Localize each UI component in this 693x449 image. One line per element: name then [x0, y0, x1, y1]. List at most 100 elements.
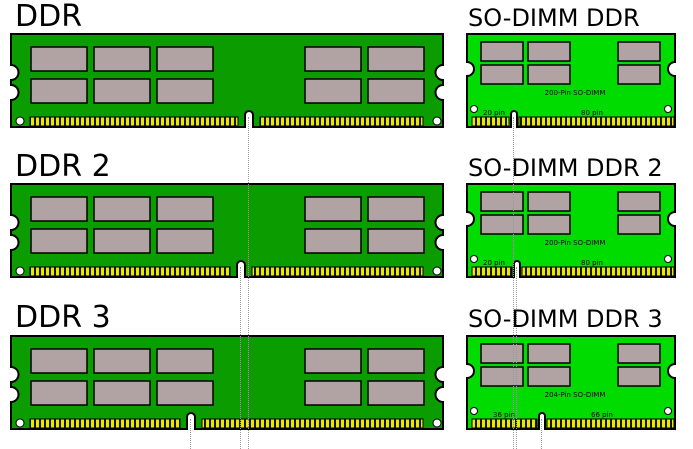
memory-chip — [304, 228, 362, 254]
pin-row-right — [521, 266, 675, 277]
mounting-hole — [15, 266, 25, 276]
pin-row-right — [518, 116, 675, 127]
memory-chip — [617, 343, 661, 364]
memory-chip — [617, 214, 661, 235]
ddr2-dimm-module — [10, 183, 444, 279]
memory-chip — [527, 41, 571, 62]
mounting-hole — [432, 116, 442, 126]
memory-chip — [93, 380, 151, 406]
ddr3-title: DDR 3 — [15, 300, 111, 335]
guide-line-ddr-notch — [248, 117, 249, 449]
guide-line-so-ddr-notch — [513, 117, 514, 449]
memory-chip — [527, 366, 571, 387]
memory-chip — [367, 196, 425, 222]
memory-chip — [480, 64, 524, 85]
so-dimm-ddr2-module: 200-Pin SO-DIMM 20 pin 80 pin — [466, 183, 677, 279]
memory-chip — [527, 64, 571, 85]
mounting-hole — [470, 105, 478, 113]
memory-chip — [367, 228, 425, 254]
memory-chip — [156, 348, 214, 374]
memory-chip — [527, 214, 571, 235]
ddr-title: DDR — [15, 0, 83, 34]
guide-line-so-ddr3-notch — [541, 419, 542, 449]
memory-chip — [367, 380, 425, 406]
memory-chip — [617, 64, 661, 85]
so-dimm-ddr-title: SO-DIMM DDR — [468, 4, 640, 32]
pin-count-label: 200-Pin SO-DIMM — [545, 239, 606, 247]
memory-chip — [93, 348, 151, 374]
mounting-hole — [470, 255, 478, 263]
pin-row-right — [201, 418, 424, 429]
memory-chip — [156, 228, 214, 254]
memory-chip — [30, 78, 88, 104]
memory-chip — [156, 78, 214, 104]
memory-chip — [156, 46, 214, 72]
memory-chip — [30, 228, 88, 254]
guide-line-ddr2-notch — [240, 267, 241, 449]
memory-chip — [304, 46, 362, 72]
memory-chip — [30, 196, 88, 222]
memory-chip — [304, 196, 362, 222]
pin-row-left — [29, 266, 231, 277]
memory-chip — [480, 366, 524, 387]
memory-chip — [30, 46, 88, 72]
memory-chip — [30, 380, 88, 406]
pin-count-label: 200-Pin SO-DIMM — [545, 89, 606, 97]
pin-row-left — [471, 418, 538, 429]
pin-row-right — [259, 116, 424, 127]
pin-row-right — [546, 418, 675, 429]
memory-chip — [480, 214, 524, 235]
mounting-hole — [664, 407, 672, 415]
memory-chip — [93, 78, 151, 104]
so-dimm-ddr3-module: 204-Pin SO-DIMM 36 pin 66 pin — [466, 335, 677, 431]
memory-chip — [304, 78, 362, 104]
ddr-dimm-module — [10, 33, 444, 129]
right-pin-label: 80 pin — [581, 109, 603, 117]
right-pin-label: 80 pin — [581, 259, 603, 267]
memory-chip — [480, 191, 524, 212]
pin-row-left — [29, 116, 239, 127]
mounting-hole — [15, 418, 25, 428]
memory-chip — [156, 196, 214, 222]
ddr-board-svg — [10, 33, 444, 128]
memory-chip — [617, 191, 661, 212]
pin-row-left — [471, 116, 510, 127]
memory-chip — [304, 348, 362, 374]
mounting-hole — [664, 105, 672, 113]
left-pin-label: 36 pin — [493, 411, 515, 419]
so-dimm-ddr3-board-svg: 204-Pin SO-DIMM 36 pin 66 pin — [466, 335, 676, 430]
memory-chip — [480, 41, 524, 62]
so-dimm-ddr3-title: SO-DIMM DDR 3 — [468, 305, 663, 333]
left-pin-label: 20 pin — [483, 259, 505, 267]
right-pin-label: 66 pin — [591, 411, 613, 419]
pin-row-left — [29, 418, 181, 429]
memory-chip — [527, 343, 571, 364]
memory-chip — [480, 343, 524, 364]
memory-chip — [527, 191, 571, 212]
guide-line-so-ddr2-notch — [516, 267, 517, 449]
memory-chip — [156, 380, 214, 406]
memory-chip — [367, 78, 425, 104]
mounting-hole — [15, 116, 25, 126]
mounting-hole — [470, 407, 478, 415]
pin-count-label: 204-Pin SO-DIMM — [545, 391, 606, 399]
memory-chip — [93, 46, 151, 72]
memory-chip — [304, 380, 362, 406]
so-dimm-ddr2-board-svg: 200-Pin SO-DIMM 20 pin 80 pin — [466, 183, 676, 278]
memory-chip — [617, 366, 661, 387]
memory-chip — [617, 41, 661, 62]
mounting-hole — [432, 266, 442, 276]
memory-chip — [93, 196, 151, 222]
ddr3-board-svg — [10, 335, 444, 430]
left-pin-label: 20 pin — [483, 109, 505, 117]
ddr2-title: DDR 2 — [15, 149, 111, 184]
so-dimm-ddr2-title: SO-DIMM DDR 2 — [468, 154, 663, 182]
so-dimm-ddr-board-svg: 200-Pin SO-DIMM 20 pin 80 pin — [466, 33, 676, 128]
ddr3-dimm-module — [10, 335, 444, 431]
memory-chip — [93, 228, 151, 254]
guide-line-ddr3-notch — [190, 419, 191, 449]
pin-row-right — [251, 266, 424, 277]
pin-row-left — [471, 266, 513, 277]
memory-chip — [30, 348, 88, 374]
